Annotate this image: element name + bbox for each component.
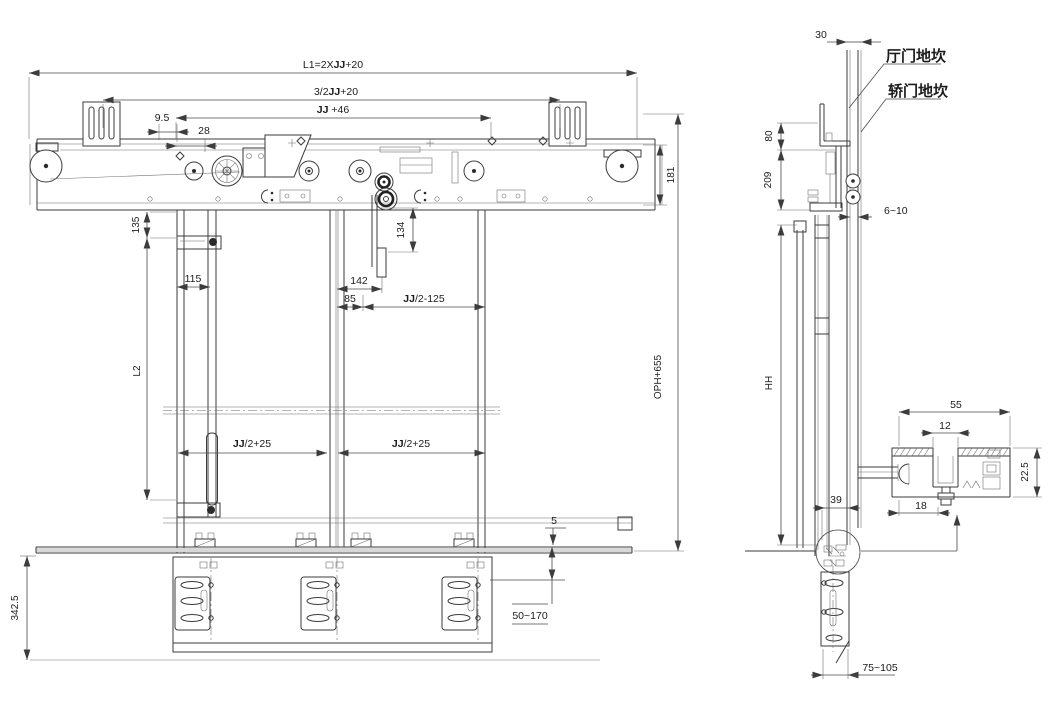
dim-55: 55 — [950, 399, 962, 411]
dim-50-170: 50~170 — [512, 610, 547, 622]
sill-support-bracket — [820, 559, 850, 664]
guide-shoe — [453, 532, 475, 548]
dim-115: 115 — [185, 273, 202, 285]
header-fittings — [147, 136, 593, 204]
dim-209: 209 — [763, 171, 774, 188]
dim-jj46: JJ +46 — [317, 104, 350, 116]
header-section — [807, 103, 861, 212]
sill-profile — [857, 447, 1011, 506]
dim-342-5: 342.5 — [10, 595, 21, 620]
dim-jj2-plus-25-left: JJ/2+25 — [233, 438, 271, 450]
hanger-bracket-right — [548, 101, 587, 147]
roller-left — [29, 142, 63, 183]
toe-guard-apron — [172, 556, 493, 653]
drive-belt — [49, 171, 241, 180]
dim-6-10: 6~10 — [884, 205, 908, 217]
panel-bracket-bottom — [176, 502, 221, 518]
dim-12: 12 — [939, 420, 951, 432]
dim-oph: OPH+655 — [653, 354, 664, 399]
dim-hh: HH — [764, 376, 775, 390]
dim-85: 85 — [344, 293, 356, 305]
front-view: L1=2XJJ+20 3/2JJ+20 JJ +46 9.5 28 181 — [10, 59, 684, 661]
mid-rail — [163, 406, 500, 415]
motor-pulleys — [374, 172, 398, 211]
dim-181: 181 — [666, 166, 677, 183]
roller-right — [603, 149, 642, 183]
dim-75-105: 75~105 — [862, 662, 897, 674]
panel-bracket-top — [176, 235, 222, 250]
sill-section-detail: 55 12 — [857, 399, 1042, 517]
drive-sheave — [211, 155, 243, 187]
car-sill — [35, 546, 633, 554]
dim-134: 134 — [396, 221, 407, 238]
dim-28: 28 — [198, 125, 210, 137]
dim-5: 5 — [551, 515, 557, 527]
dim-18: 18 — [915, 500, 927, 512]
car-sill-label: 轿门地坎 — [888, 82, 948, 100]
dim-l2: L2 — [132, 365, 143, 377]
idler-pulleys — [184, 159, 485, 183]
dim-80: 80 — [764, 130, 775, 142]
guide-shoe — [350, 532, 372, 548]
sill-bolt — [937, 486, 955, 506]
guide-shoe — [295, 532, 317, 548]
sill-gap-lines — [846, 50, 862, 545]
dim-30: 30 — [815, 29, 827, 41]
sill-detail-circle — [815, 529, 861, 575]
door-coupler-vane — [371, 195, 387, 278]
door-panels — [163, 210, 500, 553]
side-view: 30 厅门地坎 轿门地坎 — [745, 29, 961, 679]
door-panel-section — [793, 215, 830, 556]
dim-135: 135 — [131, 216, 142, 233]
operator-plate — [242, 134, 459, 184]
guide-shoe — [194, 532, 216, 548]
hall-sill-label: 厅门地坎 — [886, 47, 946, 65]
dim-39: 39 — [830, 494, 842, 506]
header-assembly — [29, 101, 663, 278]
front-dimensions: L1=2XJJ+20 3/2JJ+20 JJ +46 9.5 28 181 — [10, 59, 684, 660]
dim-jj2-plus-25-right: JJ/2+25 — [392, 438, 430, 450]
dim-bracket-span: 3/2JJ+20 — [314, 86, 358, 98]
dim-jj2-minus-125: JJ/2-125 — [403, 293, 445, 305]
callout-car-sill: 轿门地坎 — [860, 82, 948, 133]
bolt-row — [147, 196, 593, 202]
dim-142: 142 — [350, 275, 368, 287]
dim-22-5: 22.5 — [1020, 462, 1031, 482]
sill-anchor-rod — [857, 464, 899, 481]
callout-hall-sill: 厅门地坎 — [848, 47, 946, 109]
hanger-bracket-left — [82, 101, 121, 147]
alignment-diamonds — [175, 136, 574, 161]
dim-9-5: 9.5 — [155, 112, 170, 124]
sill-and-apron — [30, 516, 633, 661]
dim-overall-width: L1=2XJJ+20 — [303, 59, 363, 71]
